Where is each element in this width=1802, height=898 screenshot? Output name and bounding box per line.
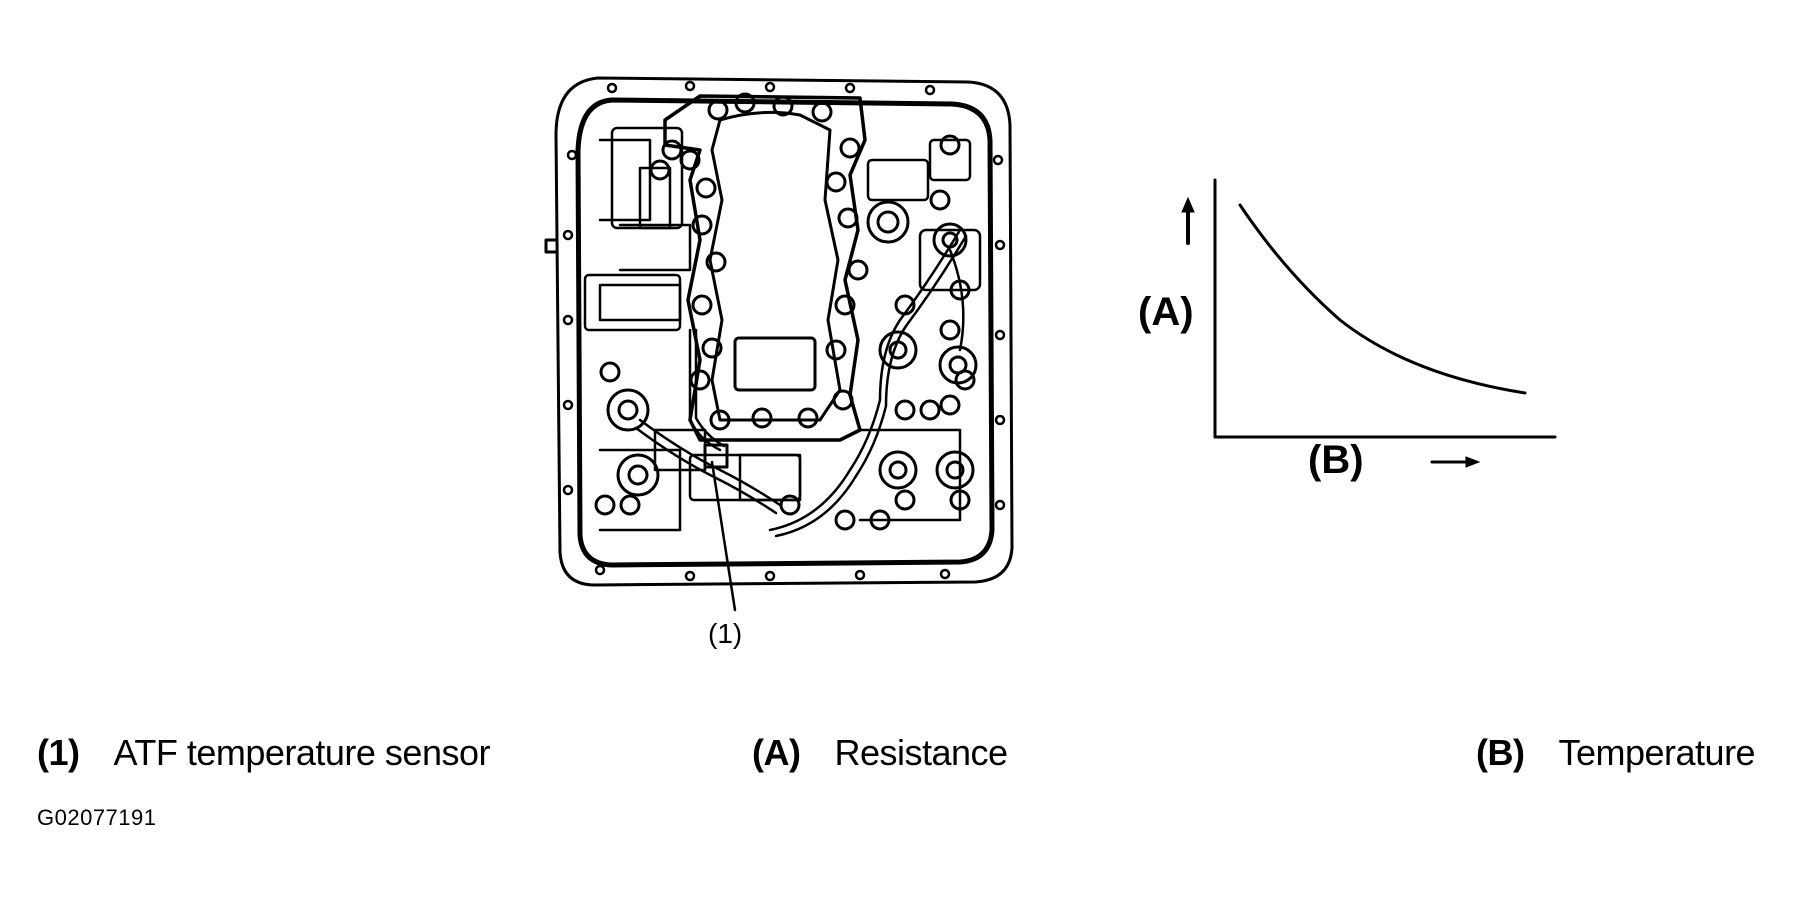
graph-y-label: (A) (1138, 290, 1194, 334)
atf-temperature-sensor (703, 443, 729, 469)
inspection-window (733, 336, 817, 392)
legend-key: (1) (37, 732, 80, 773)
resistance-temperature-graph (1181, 178, 1557, 468)
callout-label: (1) (708, 618, 743, 649)
separator-plate (663, 94, 867, 442)
figure-id: G02077191 (37, 805, 157, 830)
graph-x-label: (B) (1308, 438, 1364, 482)
solenoids (606, 200, 978, 497)
legend-item-temperature: (B) Temperature (1476, 732, 1756, 774)
legend-text: Resistance (834, 732, 1008, 773)
legend-key: (A) (752, 732, 801, 773)
oil-pan-outline (554, 76, 1014, 587)
callout-leader-line (710, 460, 737, 612)
resistance-curve (1238, 203, 1527, 395)
legend-text: ATF temperature sensor (113, 732, 491, 773)
legend-key: (B) (1476, 732, 1525, 773)
oil-pan-inner-rim (575, 97, 995, 568)
rim-bolts (562, 80, 1006, 582)
legend-item-atf-sensor: (1) ATF temperature sensor (37, 732, 490, 774)
legend-text: Temperature (1558, 732, 1756, 773)
legend-item-resistance: (A) Resistance (752, 732, 1008, 774)
wiring-harness (634, 228, 968, 538)
